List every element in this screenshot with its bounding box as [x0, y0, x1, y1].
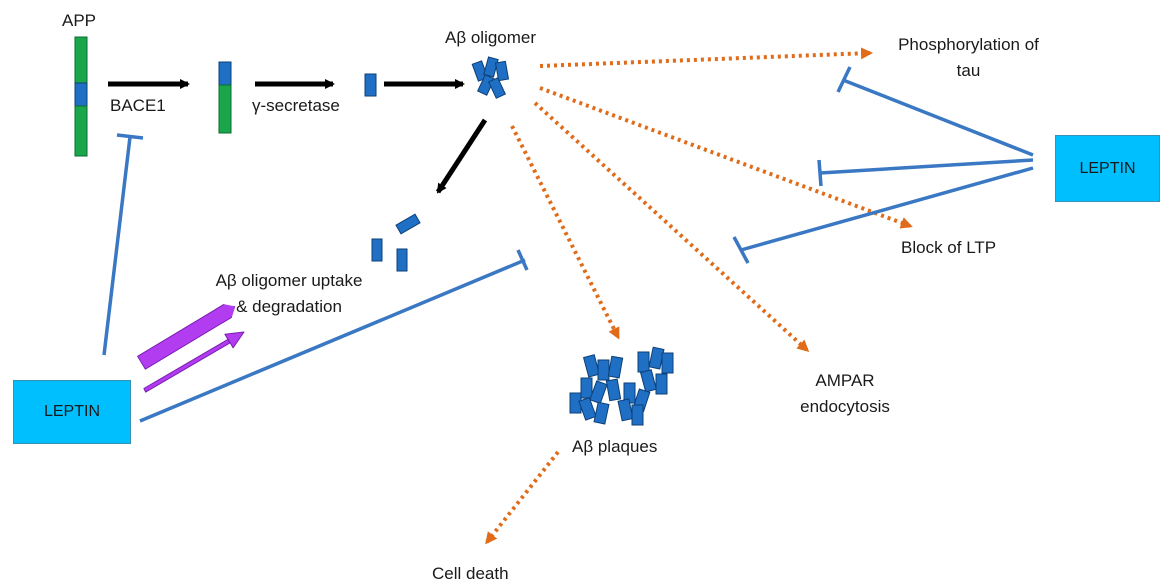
inhibit-phosphorylation-line — [842, 78, 1034, 157]
app-bar — [74, 36, 88, 157]
uptake-label-line2: & degradation — [236, 297, 342, 316]
abeta-monomer — [364, 73, 377, 97]
arrow-oligomer-to-phosphorylation — [539, 47, 873, 68]
abeta-plaques-label: Aβ plaques — [572, 437, 658, 456]
ampar-label-line2: endocytosis — [800, 397, 890, 416]
abeta-oligomer-cluster — [471, 56, 510, 99]
inhibit-bace1-line — [102, 136, 132, 356]
inhibit-oligomer-effects-bar — [817, 159, 823, 187]
phosphorylation-label-line1: Phosphorylation of — [898, 35, 1039, 54]
inhibit-ltp-block-bar — [732, 236, 750, 264]
inhibit-oligomer-effects-line — [819, 158, 1034, 175]
arrow-oligomer-to-plaques — [510, 125, 620, 340]
cell-death-label: Cell death — [432, 564, 509, 580]
inhibit-oligomer-from-leptin-left-bar — [516, 249, 529, 271]
inhibit-bace1-bar — [116, 133, 144, 140]
uptake-arrow — [143, 331, 245, 393]
inhibition-lines — [102, 66, 1034, 423]
inhibit-ltp-block-line — [740, 166, 1034, 252]
arrow-oligomer-to-ampar — [533, 101, 810, 353]
abeta-oligomer-label: Aβ oligomer — [445, 28, 537, 47]
leptin-box-right: LEPTIN — [1055, 135, 1160, 202]
promote-arrows — [485, 47, 913, 545]
leptin-right-label: LEPTIN — [1079, 159, 1136, 177]
degraded-oligomer-pieces — [371, 213, 421, 272]
arrow-oligomer-to-uptake — [435, 118, 488, 194]
arrow-oligomer-to-ltp-block — [539, 86, 913, 229]
app-label: APP — [62, 11, 97, 30]
uptake-label-line1: Aβ oligomer uptake — [215, 271, 363, 290]
leptin-box-left: LEPTIN — [13, 380, 131, 444]
ampar-label-line1: AMPAR — [815, 371, 875, 390]
inhibit-phosphorylation-bar — [836, 66, 852, 93]
inhibit-oligomer-from-leptin-left-line — [139, 258, 526, 423]
arrow-plaques-to-cell-death — [485, 450, 560, 545]
phosphorylation-label-line2: tau — [956, 61, 981, 80]
bace1-label: BACE1 — [110, 96, 166, 115]
gamma-secretase-label: γ-secretase — [252, 96, 340, 115]
ltp-block-label: Block of LTP — [901, 238, 997, 257]
abeta-plaques-cluster — [569, 346, 674, 426]
c99-fragment — [218, 61, 232, 134]
leptin-left-label: LEPTIN — [43, 403, 100, 420]
